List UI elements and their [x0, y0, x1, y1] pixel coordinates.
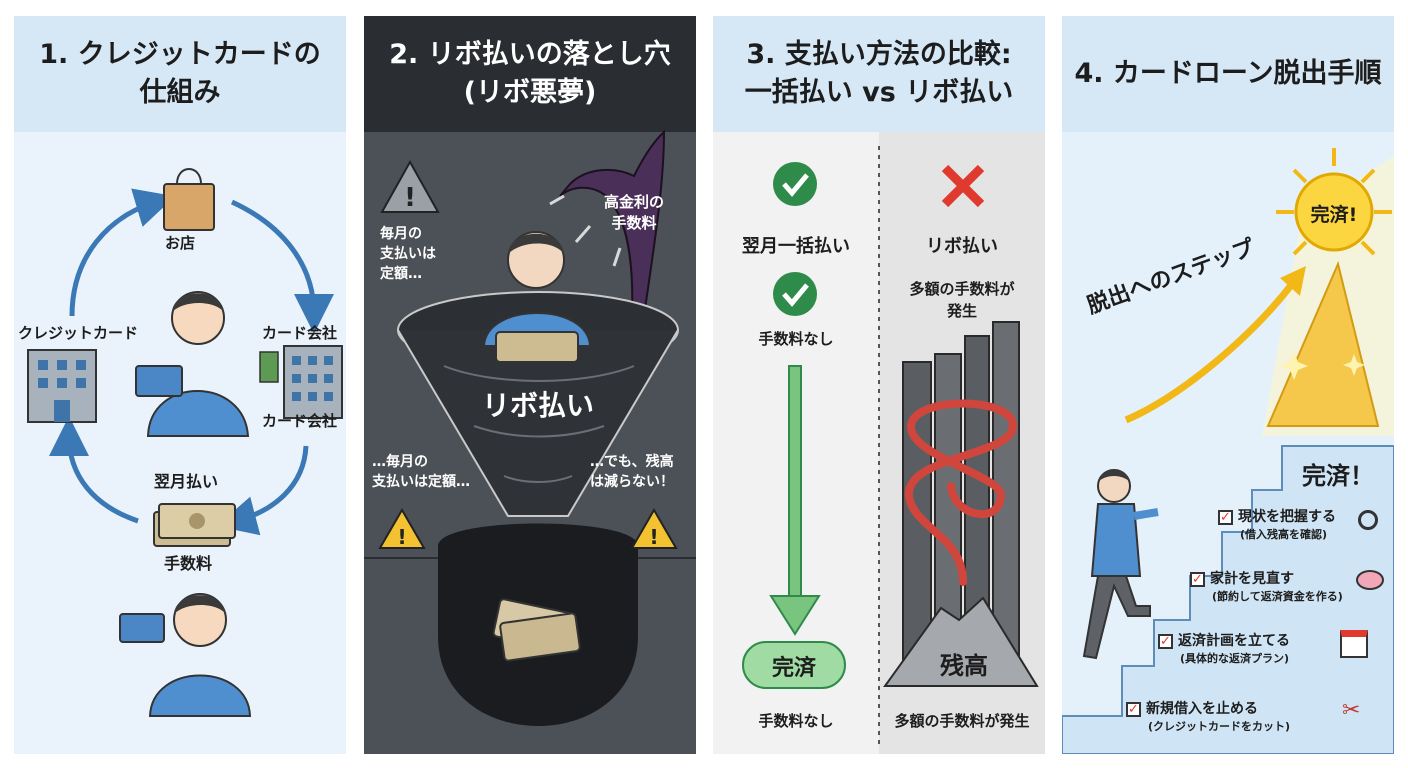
lump-sum-no-fee-top: 手数料なし [758, 330, 834, 348]
funnel-label: リボ払い [481, 389, 594, 422]
cycle-arrow-shop-to-company [230, 199, 334, 334]
bank-building-icon [259, 345, 343, 419]
cross-icon [941, 164, 985, 208]
worried-person-icon [119, 593, 252, 717]
step-main: 返済計画を立てる [1178, 633, 1290, 649]
complete-label: 完済！ [1302, 462, 1374, 490]
panel1-title-line2: 仕組み [139, 77, 221, 108]
check-icon [773, 272, 817, 316]
panel2-title-line1: 2. リボ払いの落とし穴 [389, 39, 671, 70]
balance-mountain-icon [883, 596, 1039, 687]
step-main: 家計を見直す [1210, 571, 1294, 587]
panel3-header: 3. 支払い方法の比較: 一括払い vs リボ払い [713, 16, 1045, 132]
staircase-icon [1062, 445, 1394, 754]
panel-revolving-trap: 2. リボ払いの落とし穴 (リボ悪夢) [364, 16, 696, 754]
panel3-illustration [742, 132, 1045, 754]
check-icon [773, 162, 817, 206]
down-arrow-icon [769, 365, 821, 636]
lump-sum-heading: 翌月一括払い [742, 236, 850, 257]
panel3-title-line1: 3. 支払い方法の比較: [746, 39, 1012, 70]
large-fee-bottom: 多額の手数料が発生 [894, 712, 1030, 730]
piggy-bank-icon [1356, 570, 1384, 590]
scissors-icon: ✂ [1342, 698, 1361, 723]
cycle-arrow-fee-to-card [49, 416, 139, 524]
panel2-title-line2: (リボ悪夢) [463, 77, 597, 108]
svg-text:!: ! [649, 525, 658, 549]
panel1-title-line1: 1. クレジットカードの [39, 39, 321, 70]
money-stack-icon [153, 503, 236, 547]
monster-claw-icon [549, 129, 666, 317]
warning-triangle-icon: ! [630, 508, 678, 549]
revolving-heading: リボ払い [926, 236, 998, 257]
shop-label: お店 [165, 234, 196, 252]
checkbox-icon: ✓ [1126, 702, 1141, 717]
svg-text:!: ! [404, 183, 416, 213]
step-sub: (クレジットカードをカット) [1148, 720, 1291, 733]
panel2-illustration: ! ! ! [364, 129, 696, 726]
fee-label: 手数料 [164, 554, 213, 573]
sparkle-icon [1280, 352, 1365, 380]
panel4-illustration [1062, 148, 1394, 754]
balance-label: 残高 [940, 652, 988, 680]
card-company-label-bottom: カード会社 [262, 412, 338, 430]
card-building-icon [27, 349, 97, 423]
cycle-arrow-company-to-fee [216, 445, 309, 536]
large-fee-note: 多額の手数料が 発生 [909, 280, 1015, 320]
lump-sum-no-fee-bottom: 手数料なし [758, 712, 834, 730]
sun-complete-label: 完済! [1310, 204, 1358, 226]
step-sub: (借入残高を確認) [1240, 528, 1328, 541]
panel4-title: 4. カードローン脱出手順 [1074, 58, 1382, 89]
climbing-person-icon [1082, 469, 1159, 660]
step-main: 現状を把握する [1238, 509, 1336, 525]
person-with-card-icon [135, 291, 250, 437]
step-sub: (具体的な返済プラン) [1180, 652, 1290, 665]
checkbox-icon: ✓ [1218, 510, 1233, 525]
cash-bundle-icon [492, 598, 581, 662]
complete-label: 完済 [771, 656, 816, 681]
panel-payment-comparison: 3. 支払い方法の比較: 一括払い vs リボ払い [713, 16, 1045, 754]
panel4-header: 4. カードローン脱出手順 [1062, 16, 1394, 132]
gold-mountain-icon [1266, 260, 1380, 427]
warning-triangle-icon: ! [378, 508, 426, 549]
sun-icon [1276, 148, 1392, 256]
upward-arrow-icon [1124, 281, 1295, 424]
svg-text:!: ! [397, 525, 406, 549]
monthly-fixed-note-top: 毎月の 支払いは 定額… [380, 226, 436, 282]
checkbox-icon: ✓ [1158, 634, 1173, 649]
calendar-icon [1340, 630, 1368, 658]
checkbox-icon: ✓ [1190, 572, 1205, 587]
warning-triangle-icon: ! [380, 159, 440, 213]
step-main: 新規借入を止める [1146, 701, 1258, 717]
magnifier-icon [1358, 510, 1378, 530]
trapped-person-icon [482, 231, 592, 363]
next-month-payment-label: 翌月払い [154, 472, 219, 491]
panel-card-mechanism: 1. クレジットカードの 仕組み [14, 16, 346, 754]
fee-spiral-icon [905, 399, 1018, 586]
high-interest-fee-note: 高金利の 手数料 [604, 193, 665, 232]
shopping-bag-icon [163, 168, 215, 231]
monthly-fixed-note-bottom: …毎月の 支払いは定額… [372, 454, 470, 490]
card-company-label-top: カード会社 [262, 324, 338, 342]
credit-card-label: クレジットカード [18, 324, 139, 342]
panel1-illustration [27, 168, 343, 717]
panel3-title-line2: 一括払い vs リボ払い [744, 77, 1014, 108]
panel-loan-escape-steps: 4. カードローン脱出手順 [1062, 16, 1394, 754]
cycle-arrow-card-to-shop [69, 188, 176, 317]
step-sub: (節約して返済資金を作る) [1212, 590, 1343, 603]
balance-not-decreasing-note: …でも、残高 は減らない！ [590, 454, 674, 490]
panel1-header: 1. クレジットカードの 仕組み [14, 16, 346, 132]
panel2-header: 2. リボ払いの落とし穴 (リボ悪夢) [364, 16, 696, 132]
complete-pill [742, 641, 846, 689]
